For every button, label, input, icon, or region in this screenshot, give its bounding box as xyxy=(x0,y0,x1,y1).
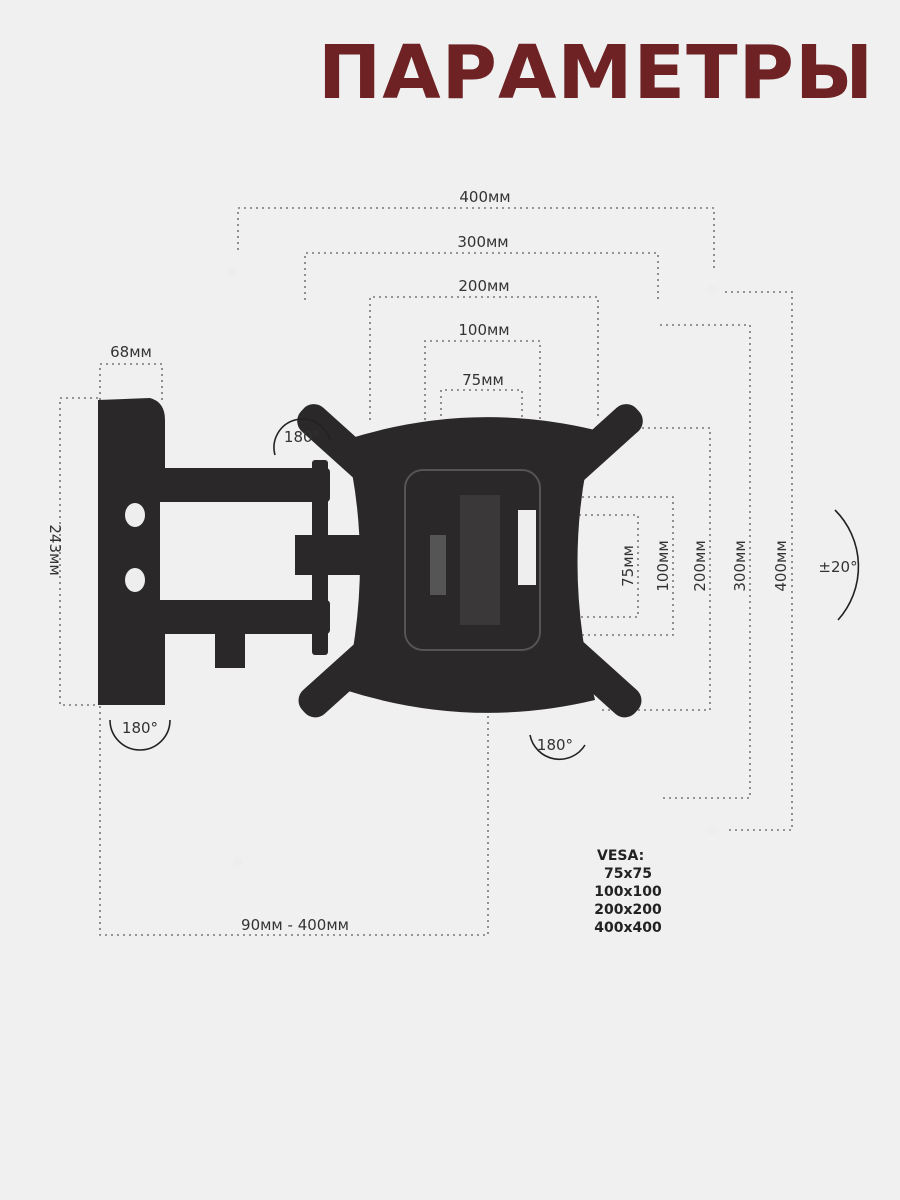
rotate-arrow-icon xyxy=(273,418,331,456)
rotate-arrow-icon xyxy=(109,719,171,751)
page-title: ПАРАМЕТРЫ xyxy=(318,30,875,116)
dim-label-100: 100мм xyxy=(458,321,509,339)
dim-label-v300: 300мм xyxy=(731,540,749,591)
vesa-size: 75x75 xyxy=(604,866,652,882)
rotation-label-plate: 180° xyxy=(537,736,573,754)
tilt-label: ±20° xyxy=(818,558,857,576)
dim-line-v100 xyxy=(540,496,674,636)
vesa-size: 100x100 xyxy=(594,884,662,900)
dim-label-v400: 400мм xyxy=(772,540,790,591)
rotate-arrow-icon xyxy=(529,734,586,761)
dim-line-v200 xyxy=(600,427,711,711)
dim-line-v75 xyxy=(525,514,639,618)
dim-line-v300 xyxy=(660,324,751,799)
tilt-arrow-icon xyxy=(834,509,860,621)
dim-label-243: 243мм xyxy=(46,524,64,575)
dim-line-300 xyxy=(304,252,659,300)
dim-label-400: 400мм xyxy=(459,188,510,206)
dim-label-extension: 90мм - 400мм xyxy=(241,916,349,934)
rotation-label-wall: 180° xyxy=(122,719,158,737)
dim-label-v75: 75мм xyxy=(619,545,637,587)
dim-label-68: 68мм xyxy=(110,343,152,361)
dim-label-v100: 100мм xyxy=(654,540,672,591)
dim-line-v400 xyxy=(725,291,793,831)
dim-label-v200: 200мм xyxy=(691,540,709,591)
dim-line-200 xyxy=(369,296,599,420)
vesa-list: VESA: 75x75 100x100 200x200 400x400 xyxy=(594,848,662,936)
dim-label-75: 75мм xyxy=(462,371,504,389)
vesa-label: VESA: xyxy=(597,848,644,864)
dim-line-68 xyxy=(99,363,163,400)
dim-label-300: 300мм xyxy=(457,233,508,251)
rotation-indicators: 180° 180° 180° ±20° xyxy=(109,418,860,761)
vesa-size: 400x400 xyxy=(594,920,662,936)
dim-line-extension xyxy=(99,690,489,936)
rotation-label-arm: 180° xyxy=(284,428,320,446)
tv-mount-illustration xyxy=(98,268,717,867)
vesa-size: 200x200 xyxy=(594,902,662,918)
vertical-dimensions: 75мм 100мм 200мм 300мм 400мм xyxy=(525,291,793,831)
dim-label-200: 200мм xyxy=(458,277,509,295)
dim-line-243 xyxy=(59,397,98,706)
